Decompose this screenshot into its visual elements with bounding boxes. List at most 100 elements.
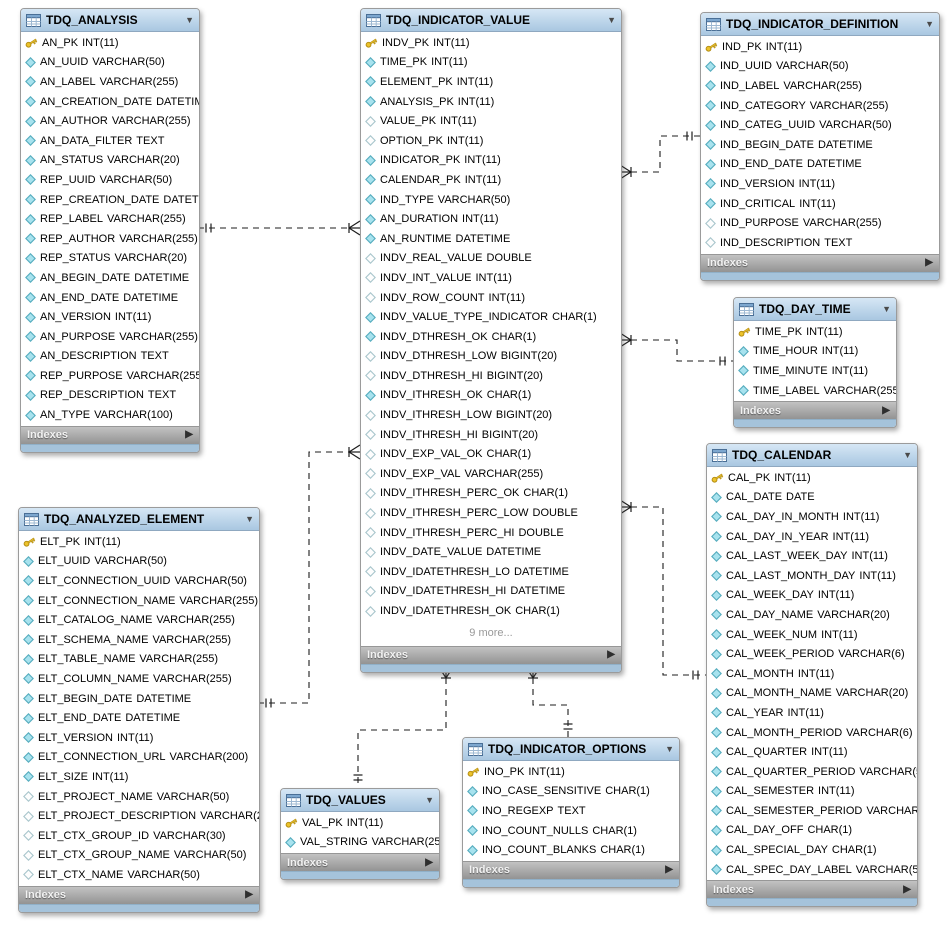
table-header[interactable]: TDQ_ANALYSIS▼ — [21, 9, 199, 32]
column-icon — [738, 345, 749, 357]
field-type: VARCHAR(6) — [866, 804, 917, 817]
field-type: VARCHAR(20) — [835, 687, 909, 700]
indexes-footer[interactable]: Indexes▶ — [361, 645, 621, 664]
expand-arrow-icon[interactable]: ▶ — [665, 864, 673, 876]
field-type: DATETIME — [817, 138, 873, 151]
column-icon — [23, 673, 34, 685]
expand-arrow-icon[interactable]: ▶ — [882, 404, 890, 416]
indexes-footer[interactable]: Indexes▶ — [707, 880, 917, 899]
field-type: INT(11) — [462, 213, 499, 226]
field-name: INDV_ITHRESH_HI — [380, 428, 478, 441]
collapse-arrow-icon[interactable]: ▼ — [245, 513, 254, 524]
indexes-footer[interactable]: Indexes▶ — [734, 401, 896, 420]
field-type: VARCHAR(50) — [156, 790, 230, 803]
collapse-arrow-icon[interactable]: ▼ — [607, 14, 616, 25]
expand-arrow-icon[interactable]: ▶ — [245, 889, 253, 901]
collapse-arrow-icon[interactable]: ▼ — [882, 303, 891, 314]
column-icon — [711, 766, 722, 778]
column-icon — [23, 575, 34, 587]
field-name: AN_BEGIN_DATE — [40, 271, 131, 284]
field-type: INT(11) — [91, 770, 129, 783]
table-header[interactable]: TDQ_INDICATOR_DEFINITION ▼ — [701, 13, 939, 36]
expand-arrow-icon[interactable]: ▶ — [185, 429, 193, 441]
field-type: INT(11) — [799, 197, 836, 210]
field-name: ELT_CONNECTION_UUID — [38, 574, 171, 587]
indexes-footer[interactable]: Indexes▶ — [463, 860, 679, 879]
field-name: CAL_DAY_NAME — [726, 608, 814, 621]
indexes-footer[interactable]: Indexes▶ — [19, 885, 259, 904]
collapse-arrow-icon[interactable]: ▼ — [903, 449, 912, 460]
collapse-arrow-icon[interactable]: ▼ — [665, 743, 674, 754]
field-name: ELT_SIZE — [38, 770, 88, 783]
field-name: IND_PK — [722, 40, 762, 53]
expand-arrow-icon[interactable]: ▶ — [607, 649, 615, 661]
collapse-arrow-icon[interactable]: ▼ — [425, 794, 434, 805]
nullable-column-icon — [365, 546, 376, 558]
more-columns-row[interactable]: 9 more... — [469, 626, 513, 639]
indexes-footer[interactable]: Indexes▶ — [281, 853, 439, 872]
field-name: INDV_ITHRESH_PERC_LOW — [380, 507, 529, 520]
expand-arrow-icon[interactable]: ▶ — [425, 856, 433, 868]
nullable-column-icon — [365, 409, 376, 421]
table-title: TDQ_INDICATOR_DEFINITION — [726, 17, 899, 31]
field-name: AN_TYPE — [40, 409, 91, 422]
field-type: VARCHAR(50) — [855, 863, 917, 876]
expand-arrow-icon[interactable]: ▶ — [925, 257, 933, 269]
field-name: CAL_DATE — [726, 491, 783, 504]
field-name: INDV_VALUE_TYPE_INDICATOR — [380, 311, 549, 324]
table-bottom-strip — [21, 443, 199, 452]
field-name: AN_DATA_FILTER — [40, 134, 133, 147]
field-name: CAL_SPECIAL_DAY — [726, 844, 828, 857]
table-header[interactable]: TDQ_DAY_TIME▼ — [734, 298, 896, 321]
nullable-column-icon — [365, 507, 376, 519]
table-header[interactable]: TDQ_VALUES▼ — [281, 789, 439, 812]
key-icon — [365, 37, 378, 49]
table-header[interactable]: TDQ_INDICATOR_OPTIONS▼ — [463, 738, 679, 761]
table-header[interactable]: TDQ_INDICATOR_VALUE▼ — [361, 9, 621, 32]
field-type: VARCHAR(100) — [94, 409, 173, 422]
column-icon — [711, 785, 722, 797]
expand-arrow-icon[interactable]: ▶ — [903, 883, 911, 895]
field-name: AN_DESCRIPTION — [40, 350, 137, 363]
field-name: INDV_DTHRESH_LOW — [380, 350, 497, 363]
field-name: ANALYSIS_PK — [380, 95, 454, 108]
indexes-footer[interactable]: Indexes▶ — [21, 425, 199, 444]
table-icon — [712, 448, 727, 462]
indexes-footer[interactable]: Indexes▶ — [701, 253, 939, 272]
field-type: INT(11) — [488, 291, 525, 304]
table-header[interactable]: TDQ_ANALYZED_ELEMENT▼ — [19, 508, 259, 531]
field-name: IND_LABEL — [720, 79, 780, 92]
table-header[interactable]: TDQ_CALENDAR▼ — [707, 444, 917, 467]
field-type: INT(11) — [817, 589, 855, 602]
collapse-arrow-icon[interactable]: ▼ — [925, 18, 934, 29]
table-tdq-indicator-definition[interactable]: TDQ_INDICATOR_DEFINITION ▼ IND_PK INT(11) IN… — [700, 12, 940, 281]
table-bottom-strip — [701, 271, 939, 280]
collapse-arrow-icon[interactable]: ▼ — [185, 14, 194, 25]
field-name: REP_PURPOSE — [40, 369, 123, 382]
